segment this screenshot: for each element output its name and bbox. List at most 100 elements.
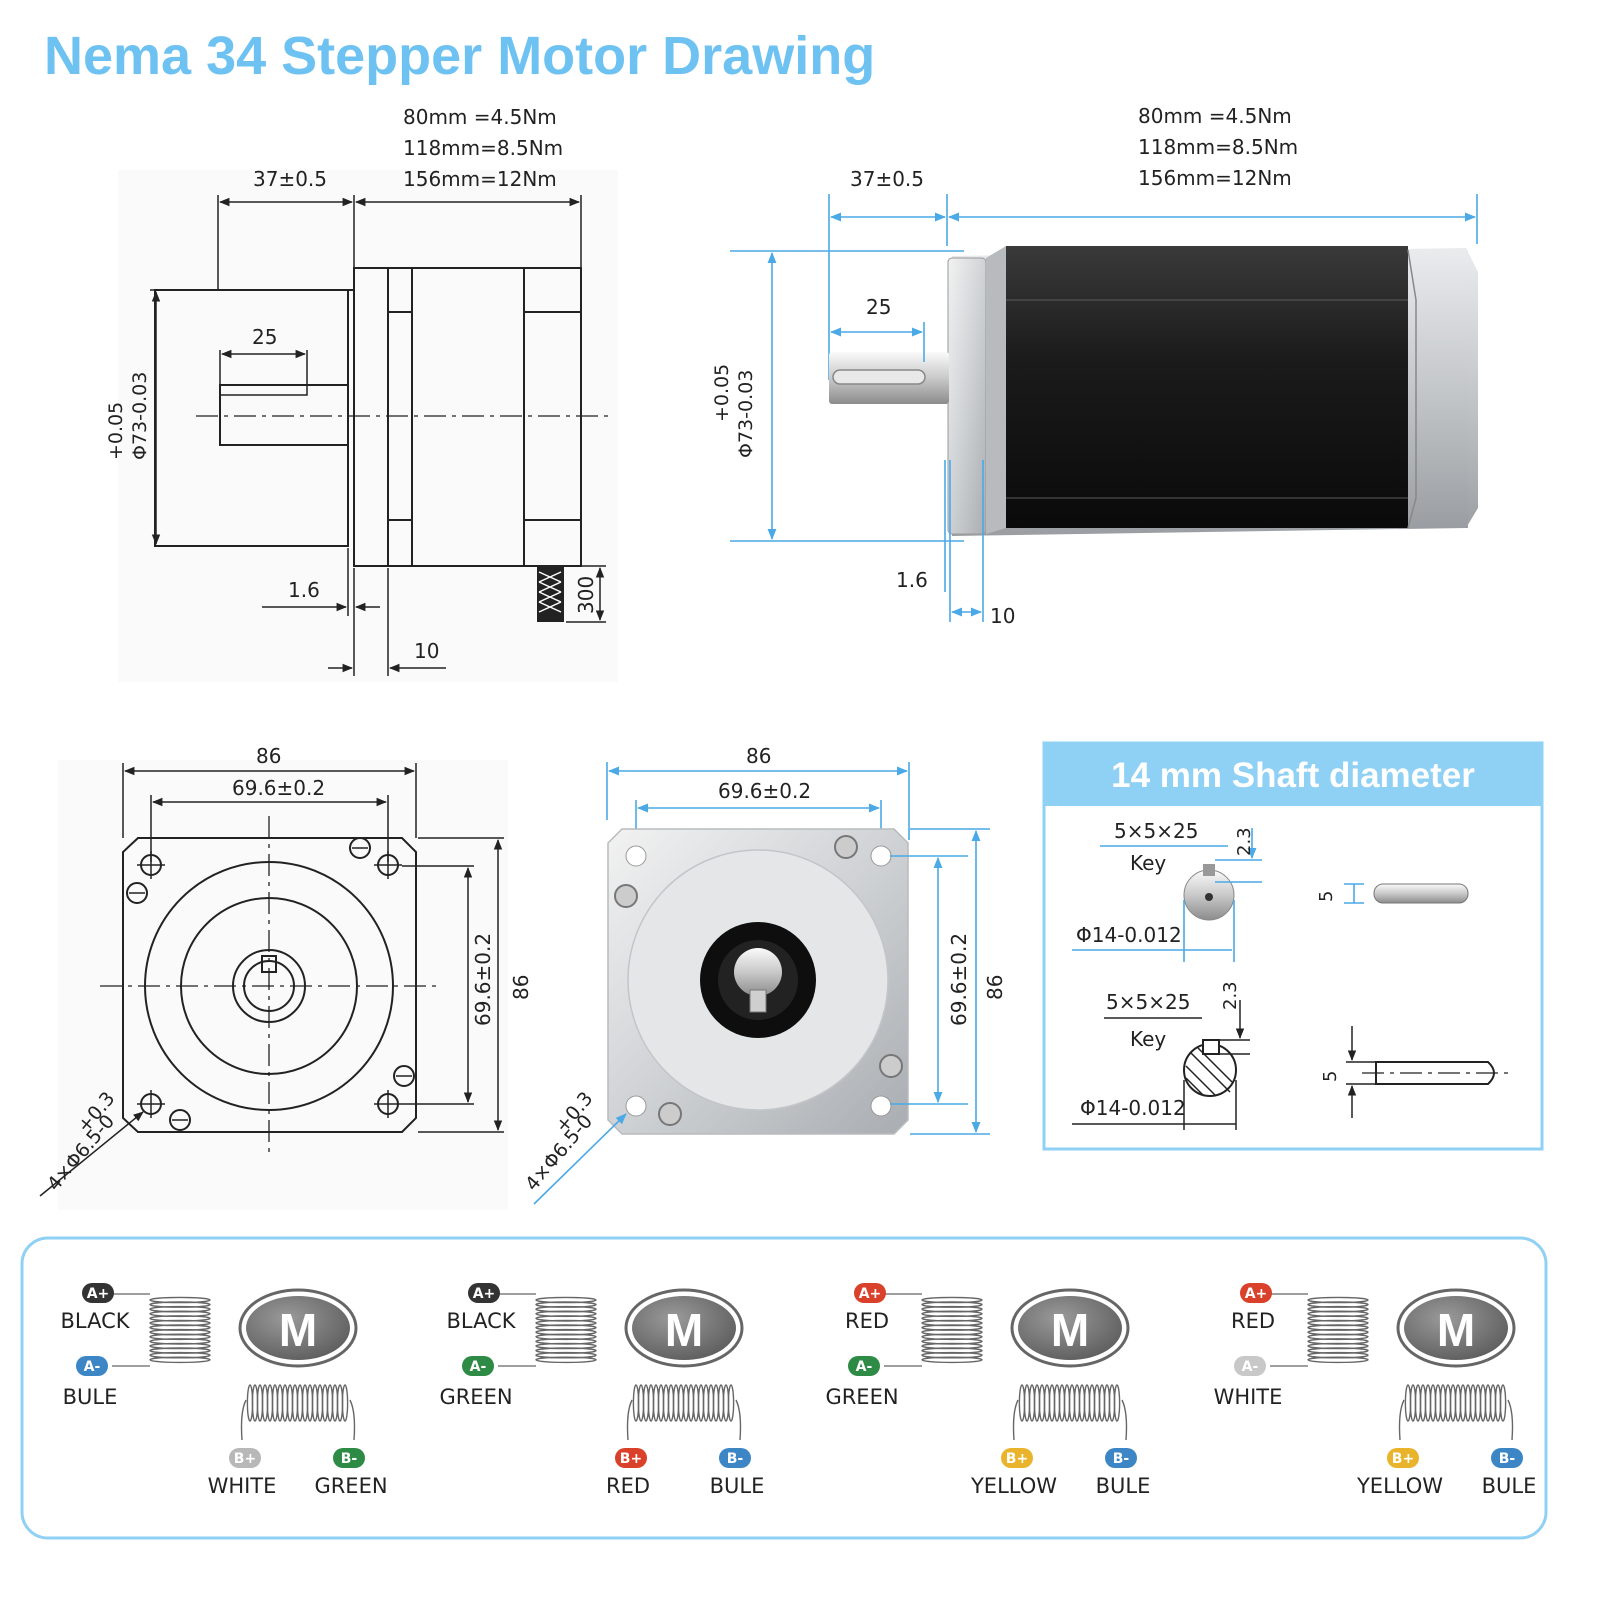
length-option: 80mm =4.5Nm — [1138, 104, 1292, 128]
side-view-drawing: 80mm =4.5Nm 118mm=8.5Nm 156mm=12Nm 37±0.… — [105, 105, 618, 682]
key-label: Key — [1130, 1027, 1166, 1051]
wire-pin-label: B+ — [620, 1451, 642, 1467]
lead-length-label: 300 — [574, 576, 598, 614]
wire-pin-label: A- — [84, 1359, 101, 1375]
mount-hole-icon — [137, 1090, 165, 1118]
body-size-label: 86 — [746, 744, 771, 768]
screw-icon — [393, 1065, 415, 1087]
hole-spacing-label: 69.6±0.2 — [471, 933, 495, 1026]
wire-pin-badge: B- — [1491, 1448, 1523, 1468]
wiring-diagram: A+ RED A- GREEN M B+ YELLOW B- BULE — [825, 1283, 1150, 1498]
wire-color-label: RED — [606, 1474, 650, 1498]
wire-pin-label: B- — [341, 1451, 358, 1467]
wire-pin-badge: B- — [333, 1448, 365, 1468]
pilot-height-label: 1.6 — [896, 568, 928, 592]
hole-spacing-label: 69.6±0.2 — [947, 933, 971, 1026]
key-size-label: 5×5×25 — [1106, 990, 1190, 1014]
wiring-diagram: A+ RED A- WHITE M B+ YELLOW B- BULE — [1214, 1283, 1537, 1498]
coil-a-icon — [921, 1296, 983, 1364]
wiring-panel — [20, 1236, 1548, 1540]
mount-hole-icon — [374, 1090, 402, 1118]
wire-color-label: GREEN — [825, 1385, 898, 1409]
wire-color-label: YELLOW — [970, 1474, 1057, 1498]
wire-pin-badge: B- — [719, 1448, 751, 1468]
wire-pin-badge: A- — [76, 1356, 108, 1376]
pilot-tolerance-label: +0.05 — [711, 364, 733, 422]
wire-color-label: WHITE — [1214, 1385, 1283, 1409]
pilot-height-label: 1.6 — [288, 578, 320, 602]
wire-color-label: RED — [1231, 1309, 1275, 1333]
wire-color-label: GREEN — [439, 1385, 512, 1409]
length-option: 118mm=8.5Nm — [1138, 135, 1298, 159]
body-size-label: 86 — [509, 975, 533, 1000]
length-option: 80mm =4.5Nm — [403, 105, 557, 129]
wire-pin-label: B- — [1113, 1451, 1130, 1467]
wire-pin-label: A- — [470, 1359, 487, 1375]
length-option: 156mm=12Nm — [1138, 166, 1292, 190]
wire-color-label: BULE — [63, 1385, 118, 1409]
shaft-panel: 14 mm Shaft diameter 5×5×25 Key 2.3 Φ14-… — [1042, 741, 1544, 1151]
key-label: Key — [1130, 851, 1166, 875]
wiring-diagrams: A+BLACKA-BULEMB+WHITEB-GREENA+BLACKA-GRE… — [60, 1283, 1536, 1498]
wire-pin-badge: A+ — [468, 1283, 500, 1303]
motor-label: M — [665, 1304, 703, 1356]
screw-icon — [349, 837, 371, 859]
motor-label: M — [1051, 1304, 1089, 1356]
motor-icon: M — [1010, 1288, 1130, 1368]
wire-pin-badge: A+ — [1240, 1283, 1272, 1303]
screw-icon — [169, 1109, 191, 1131]
motor-label: M — [279, 1304, 317, 1356]
wire-color-label: BULE — [710, 1474, 765, 1498]
key-width-label: 5 — [1320, 1071, 1341, 1082]
motor-icon: M — [624, 1288, 744, 1368]
coil-b-icon — [246, 1384, 349, 1422]
wire-pin-badge: A- — [1234, 1356, 1266, 1376]
wire-pin-badge: A+ — [854, 1283, 886, 1303]
body-size-label: 86 — [983, 975, 1007, 1000]
flange-thickness-label: 10 — [414, 639, 439, 663]
wire-color-label: BLACK — [446, 1309, 516, 1333]
mount-hole-icon — [137, 851, 165, 879]
wire-color-label: YELLOW — [1356, 1474, 1443, 1498]
front-view-photo: 86 69.6±0.2 69.6±0.2 86 +0.3 4×Φ6.5-0 — [521, 744, 1007, 1205]
flange-length-label: 37±0.5 — [850, 167, 924, 191]
length-option: 156mm=12Nm — [403, 167, 557, 191]
wire-pin-badge: A+ — [82, 1283, 114, 1303]
wire-pin-label: B+ — [1392, 1451, 1414, 1467]
wire-pin-label: B+ — [234, 1451, 256, 1467]
pilot-tolerance-label: +0.05 — [105, 402, 127, 460]
wire-pin-label: B+ — [1006, 1451, 1028, 1467]
flange-thickness-label: 10 — [990, 604, 1015, 628]
coil-b-icon — [1018, 1384, 1121, 1422]
wire-pin-label: A- — [856, 1359, 873, 1375]
wire-pin-badge: B- — [1105, 1448, 1137, 1468]
coil-a-icon — [535, 1296, 597, 1364]
wire-color-label: RED — [845, 1309, 889, 1333]
length-option: 118mm=8.5Nm — [403, 136, 563, 160]
key-depth-label: 2.3 — [1220, 981, 1241, 1010]
wire-pin-label: A+ — [859, 1286, 882, 1302]
wiring-diagram: A+ BLACK A- GREEN M B+ RED B- BULE — [439, 1283, 764, 1498]
key-depth-label: 2.3 — [1234, 827, 1255, 856]
hole-spacing-label: 69.6±0.2 — [232, 776, 325, 800]
wire-pin-label: A+ — [473, 1286, 496, 1302]
page-title: Nema 34 Stepper Motor Drawing — [44, 26, 875, 86]
screw-icon — [126, 882, 148, 904]
shaft-key-length-label: 25 — [866, 295, 891, 319]
shaft-diameter-label: Φ14-0.012 — [1076, 923, 1182, 947]
shaft-panel-heading: 14 mm Shaft diameter — [1111, 756, 1475, 795]
motor-label: M — [1437, 1304, 1475, 1356]
coil-a-icon — [149, 1296, 211, 1364]
wire-pin-label: A+ — [87, 1286, 110, 1302]
wire-color-label: BULE — [1096, 1474, 1151, 1498]
wire-color-label: BULE — [1482, 1474, 1537, 1498]
pilot-diameter-label: Φ73-0.03 — [129, 372, 151, 460]
wire-pin-badge: A- — [462, 1356, 494, 1376]
hole-spacing-label: 69.6±0.2 — [718, 779, 811, 803]
coil-b-icon — [1404, 1384, 1507, 1422]
pilot-diameter-label: Φ73-0.03 — [735, 370, 757, 458]
flange-length-label: 37±0.5 — [253, 167, 327, 191]
coil-b-icon — [632, 1384, 735, 1422]
